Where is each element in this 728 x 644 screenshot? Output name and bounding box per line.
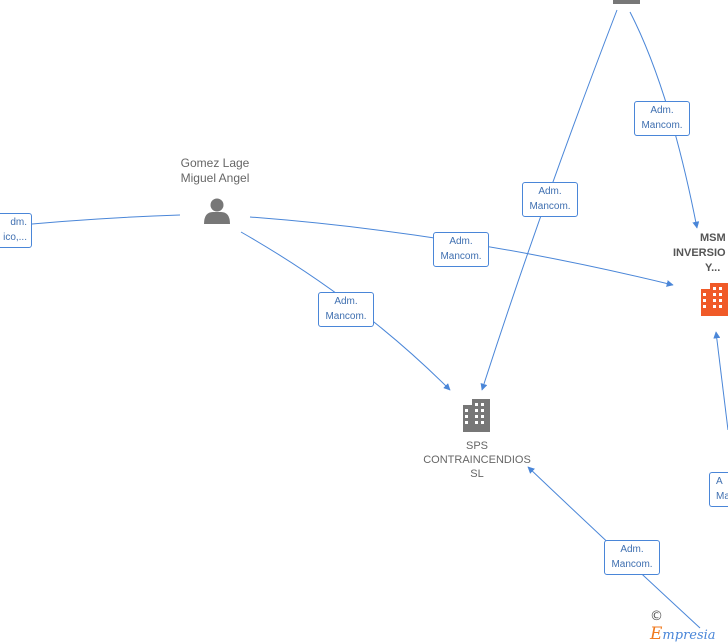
node-label-line: Y... bbox=[705, 262, 721, 274]
edge-label-line: ico,... bbox=[3, 232, 27, 243]
brand-name: mpresia bbox=[662, 628, 716, 643]
edge-label[interactable]: Adm. Mancom. bbox=[604, 540, 660, 575]
building-icon[interactable] bbox=[463, 399, 490, 432]
edge-label-line: Adm. bbox=[650, 105, 674, 116]
brand-watermark: © Empresia bbox=[650, 609, 728, 644]
building-highlight-icon[interactable] bbox=[701, 283, 728, 316]
node-label-msm[interactable]: MSM INVERSIO Y... bbox=[673, 231, 728, 276]
edge-label-line: Mancom. bbox=[611, 559, 653, 570]
edge-label[interactable]: Adm. Mancom. bbox=[318, 292, 374, 327]
node-label-sps[interactable]: SPS CONTRAINCENDIOS SL bbox=[417, 439, 537, 481]
node-label-gomez[interactable]: Gomez Lage Miguel Angel bbox=[160, 156, 270, 186]
edge-label-line: Adm. bbox=[334, 296, 358, 307]
brand-logo-letter: E bbox=[650, 624, 663, 644]
edge-label[interactable]: Adm. Mancom. bbox=[522, 182, 578, 217]
node-label-line: SL bbox=[470, 468, 484, 480]
node-label-line: MSM bbox=[700, 232, 726, 244]
edge-label-line: Ma bbox=[716, 491, 728, 502]
node-label-line: SPS bbox=[465, 440, 488, 452]
edge-right-msm bbox=[713, 331, 728, 431]
edge-label[interactable]: Adm. Mancom. bbox=[433, 232, 489, 267]
node-label-line: Gomez Lage bbox=[180, 156, 250, 170]
edge-label-line: Adm. bbox=[449, 236, 473, 247]
edge-label-line: Mancom. bbox=[325, 311, 367, 322]
edge-label[interactable]: dm. ico,... bbox=[0, 213, 32, 248]
node-label-line: CONTRAINCENDIOS bbox=[423, 454, 531, 466]
node-label-line: Miguel Angel bbox=[180, 171, 250, 185]
edge-label[interactable]: A Ma bbox=[709, 472, 728, 507]
edge-label[interactable]: Adm. Mancom. bbox=[634, 101, 690, 136]
person-icon[interactable] bbox=[613, 0, 640, 4]
edge-label-line: A bbox=[716, 476, 723, 487]
copyright-icon: © bbox=[650, 609, 663, 624]
edge-label-line: Adm. bbox=[620, 544, 644, 555]
edge-label-line: Mancom. bbox=[440, 251, 482, 262]
edge-label-line: Mancom. bbox=[529, 201, 571, 212]
person-icon[interactable] bbox=[204, 198, 230, 225]
node-label-line: INVERSIO bbox=[673, 247, 726, 259]
edge-label-line: Adm. bbox=[538, 186, 562, 197]
edge-label-line: dm. bbox=[10, 217, 27, 228]
edge-label-line: Mancom. bbox=[641, 120, 683, 131]
